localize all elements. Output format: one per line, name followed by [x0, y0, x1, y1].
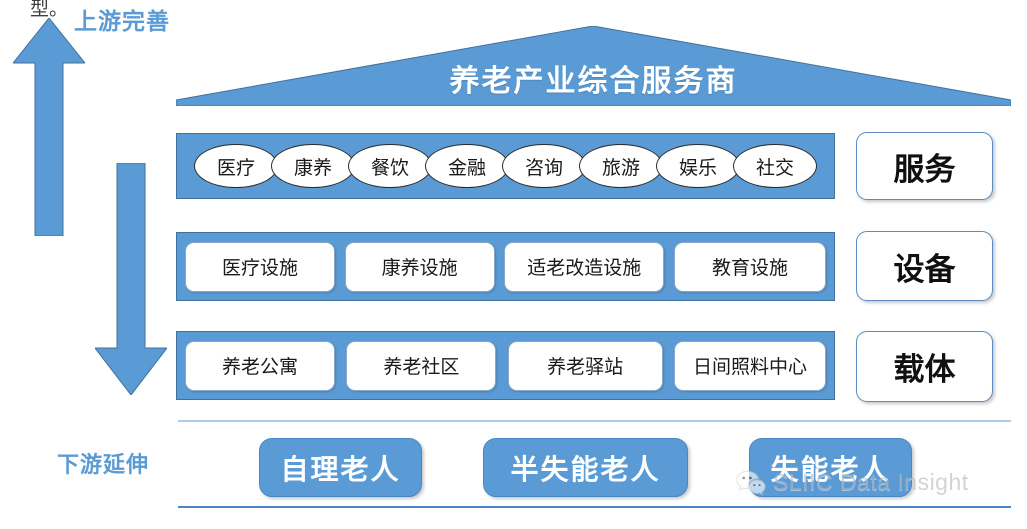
elder-group-box[interactable]: 自理老人: [259, 438, 422, 497]
pill-item[interactable]: 康养: [271, 144, 355, 188]
pill-item[interactable]: 金融: [425, 144, 509, 188]
upstream-label: 上游完善: [74, 8, 170, 34]
category-label-service[interactable]: 服务: [856, 132, 993, 200]
elder-group-box[interactable]: 失能老人: [749, 438, 912, 497]
box-item[interactable]: 养老公寓: [185, 340, 335, 391]
arrow-down-icon: [95, 163, 167, 395]
arrow-up-icon: [13, 18, 85, 236]
box-item[interactable]: 医疗设施: [185, 241, 335, 292]
pill-item[interactable]: 医疗: [194, 144, 278, 188]
category-label-equipment[interactable]: 设备: [856, 231, 993, 301]
box-item[interactable]: 教育设施: [673, 241, 826, 292]
pill-item[interactable]: 旅游: [579, 144, 663, 188]
box-item[interactable]: 养老驿站: [507, 340, 663, 391]
cut-off-text: 型。: [30, 0, 69, 20]
pill-item[interactable]: 娱乐: [656, 144, 740, 188]
divider-lower: [178, 506, 1011, 508]
box-item[interactable]: 康养设施: [344, 241, 495, 292]
category-label-carrier[interactable]: 载体: [856, 331, 993, 402]
band-services: 医疗 康养 餐饮 金融 咨询 旅游 娱乐 社交: [176, 133, 835, 199]
box-item[interactable]: 日间照料中心: [673, 340, 826, 391]
pill-item[interactable]: 餐饮: [348, 144, 432, 188]
pill-item[interactable]: 社交: [733, 144, 817, 188]
elder-group-box[interactable]: 半失能老人: [483, 438, 688, 497]
band-carrier: 养老公寓 养老社区 养老驿站 日间照料中心: [176, 331, 835, 400]
divider-upper: [178, 420, 1011, 422]
downstream-label: 下游延伸: [57, 452, 150, 477]
box-item[interactable]: 适老改造设施: [504, 241, 665, 292]
box-item[interactable]: 养老社区: [346, 340, 497, 391]
roof-triangle: [176, 26, 1011, 106]
pill-item[interactable]: 咨询: [502, 144, 586, 188]
band-equipment: 医疗设施 康养设施 适老改造设施 教育设施: [176, 232, 835, 301]
